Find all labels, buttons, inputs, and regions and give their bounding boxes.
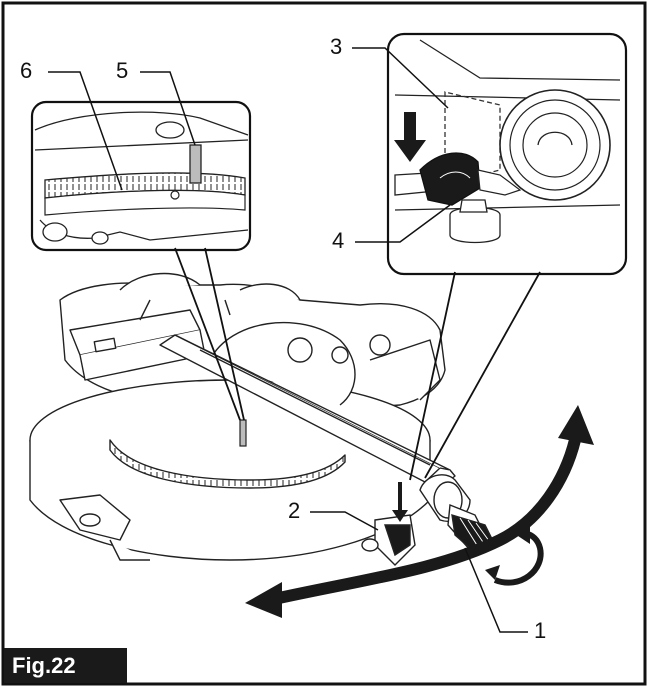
figure-label: Fig.22	[4, 648, 127, 683]
saw-body	[29, 272, 446, 561]
callout-6: 6	[20, 58, 33, 83]
main-pointer	[239, 419, 247, 447]
callout-2: 2	[288, 498, 301, 523]
detail-inset-lever	[386, 32, 628, 276]
callout-3: 3	[330, 34, 343, 59]
callout-5: 5	[116, 58, 129, 83]
rotate-arrowhead	[512, 522, 530, 544]
rotate-arrow	[493, 530, 544, 586]
swing-arrow	[268, 438, 581, 606]
detail-inset-scale	[30, 100, 252, 252]
swing-arrowhead-right	[558, 405, 594, 445]
callout-4: 4	[332, 228, 345, 253]
down-arrow-small	[392, 482, 408, 522]
leader-lines	[48, 47, 528, 633]
callout-1: 1	[534, 618, 547, 643]
swing-arrowhead-left	[245, 582, 282, 618]
lock-lever-2	[361, 514, 416, 566]
